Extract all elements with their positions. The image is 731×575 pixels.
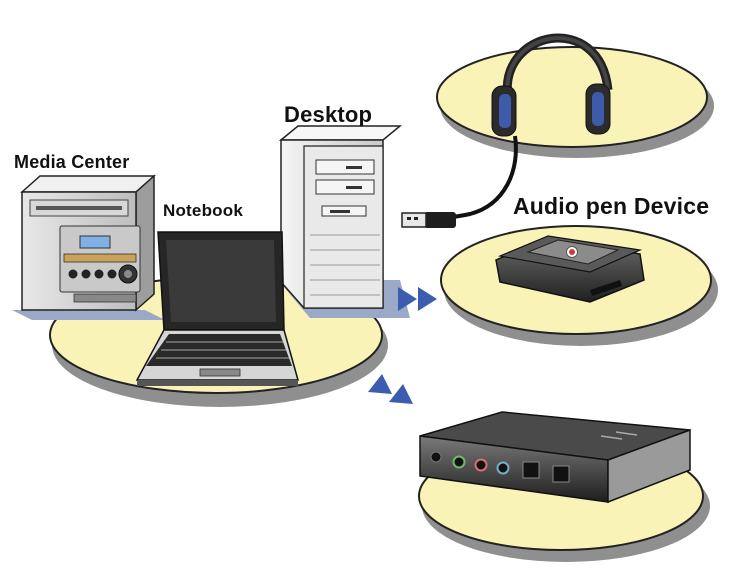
arrow-down-right-icon — [368, 374, 413, 404]
usb-plug-icon — [401, 212, 456, 228]
desktop-tower-icon — [278, 125, 410, 318]
arrow-right-icon — [398, 287, 437, 311]
desktop-label: Desktop — [284, 102, 373, 127]
headphones-icon — [491, 33, 613, 137]
audio-pen-device-icon — [495, 235, 645, 303]
notebook-icon — [135, 231, 299, 386]
audio-box-device-icon — [419, 411, 691, 504]
media-center-label: Media Center — [14, 152, 130, 172]
media-center-icon — [12, 174, 165, 320]
notebook-label: Notebook — [163, 201, 243, 220]
platform-headphones — [436, 46, 714, 158]
audio-pen-device-label: Audio pen Device — [513, 193, 710, 219]
